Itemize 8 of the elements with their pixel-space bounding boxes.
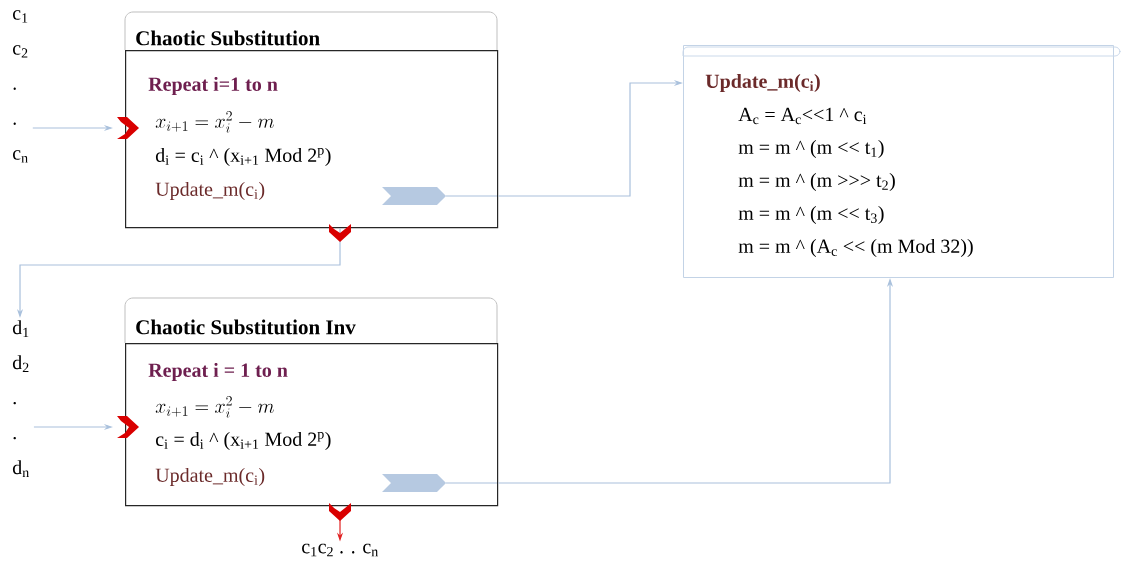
function-box: Update_m(c$_{i}$) A$_{c}$ = A$_{c}$<<1 ^ c$_{i}$ m = m ^ (m << t$_{1}$) m = m ^ (m >>> t$_{2}$) m = m ^ (m << t$_{3}$) m = m ^ (A$_{c}$ << (m Mod 32)) xyxy=(682,45,1121,278)
process-box: Chaotic Substitution Repeat i=1 to n $x_{i+1} = x_i^2 - m$ d$_{i}$ = c$_{i}$ ^ (x$_{i+1}$ Mod 2$^{p}$) Update_m(c$_{i}$) xyxy=(124,11,499,229)
process-box: Chaotic Substitution Inv Repeat i = 1 to n $x_{i+1} = x_i^2 - m$ c$_{i}$ = d$_{i}$ ^ (x$_{i+1}$ Mod 2$^{p}$) Update_m(c$_{i}$) xyxy=(124,297,499,507)
node-label: Chaotic Substitution xyxy=(136,30,320,46)
output-label: c$_{1}$c$_{2}$ . . c$_{n}$ xyxy=(302,543,379,557)
symbol-list: c$_{1}$ c$_{2}$ . . c$_{n}$ xyxy=(13,10,28,163)
node-label: Chaotic Substitution Inv xyxy=(136,319,356,335)
symbol-list: d$_{1}$ d$_{2}$ . . d$_{n}$ xyxy=(12,320,29,478)
